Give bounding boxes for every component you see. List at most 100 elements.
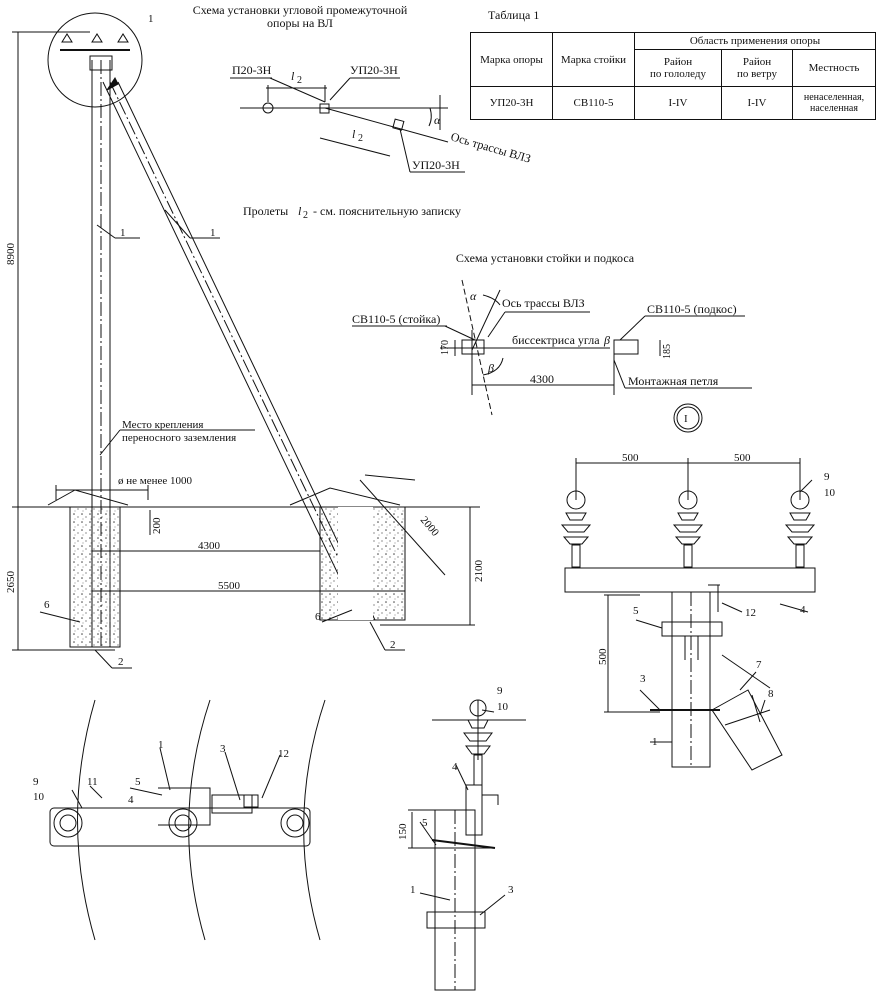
plan-label-12: 12 xyxy=(278,748,289,760)
scheme1-line-plan xyxy=(230,77,465,173)
label-2-pole: 2 xyxy=(118,656,124,668)
side-label-1: 1 xyxy=(410,884,416,896)
scheme2-dim4300: 4300 xyxy=(530,372,554,386)
header-area: Область применения опоры xyxy=(634,32,876,50)
cell-post: СВ110-5 xyxy=(552,86,635,120)
dim-8900: 8900 xyxy=(5,243,17,266)
spans-note-post: - см. пояснительную записку xyxy=(313,204,461,218)
dim-2100: 2100 xyxy=(473,560,485,583)
label-p20: П20-3Н xyxy=(232,63,272,77)
label-6-pole: 6 xyxy=(44,599,50,611)
detail-dim500b: 500 xyxy=(734,452,751,464)
spans-note-sub: 2 xyxy=(303,210,308,221)
label-2-strut: 2 xyxy=(390,639,396,651)
side-label-3: 3 xyxy=(508,884,514,896)
scheme2-bisector: биссектриса угла xyxy=(512,333,600,347)
plan-view xyxy=(49,699,326,941)
scheme2-title: Схема установки стойки и подкоса xyxy=(456,251,635,265)
detail-label-3: 3 xyxy=(640,673,646,685)
crossarm xyxy=(564,567,816,593)
scheme2-axis: Ось трассы ВЛЗ xyxy=(502,296,585,310)
side-dim150: 150 xyxy=(397,823,409,840)
main-elevation xyxy=(12,12,480,669)
plan-label-1: 1 xyxy=(158,739,164,751)
ground-place-line1: Место крепления xyxy=(122,419,203,431)
header-support: Марка опоры xyxy=(470,32,553,87)
support-up20-bottom-symbol xyxy=(392,118,405,131)
callout-1-label: 1 xyxy=(148,13,154,25)
insulator-left xyxy=(560,490,592,568)
header-terrain: Местность xyxy=(792,49,876,87)
detail-label-8: 8 xyxy=(768,688,774,700)
scheme2-beta2: β xyxy=(487,361,494,375)
scheme2-strut-label: СВ110-5 (подкос) xyxy=(647,302,737,316)
scheme1-title-line1: Схема установки угловой промежуточной xyxy=(193,3,408,17)
detail-label-12: 12 xyxy=(745,607,756,619)
scheme2-dim185: 185 xyxy=(662,344,673,359)
plan-label-5: 5 xyxy=(135,776,141,788)
detail-label-9: 9 xyxy=(824,471,830,483)
detail-dim500c: 500 xyxy=(597,648,609,665)
detail-roman-label: I xyxy=(684,413,688,425)
scheme1-title-line2: опоры на ВЛ xyxy=(267,16,333,30)
detail-label-5: 5 xyxy=(633,605,639,617)
label-1-strut: 1 xyxy=(210,227,216,239)
support-up20-top-symbol xyxy=(319,103,330,114)
dim-5500: 5500 xyxy=(218,580,241,592)
side-label-10: 10 xyxy=(497,701,509,713)
insulator-center xyxy=(672,490,704,568)
dim-2650: 2650 xyxy=(5,571,17,594)
cell-wind: I-IV xyxy=(721,86,793,120)
application-table: Марка опоры Марка стойки Область примене… xyxy=(470,32,876,120)
detail-I xyxy=(560,403,816,771)
scheme2-post-symbol xyxy=(461,339,485,355)
detail-label-7: 7 xyxy=(756,659,762,671)
plan-label-3: 3 xyxy=(220,743,226,755)
scheme2-post-label: СВ110-5 (стойка) xyxy=(352,312,440,326)
side-label-9: 9 xyxy=(497,685,503,697)
dim-diameter: ø не менее 1000 xyxy=(118,475,193,487)
label-up20-top: УП20-3Н xyxy=(350,63,398,77)
detail-dim500a: 500 xyxy=(622,452,639,464)
label-alpha1: α xyxy=(434,113,441,127)
detail-label-10: 10 xyxy=(824,487,836,499)
detail-label-4: 4 xyxy=(800,604,806,616)
insulator-right xyxy=(784,490,816,568)
detail-callout-circle xyxy=(47,12,143,108)
side-label-4: 4 xyxy=(452,761,458,773)
ground-place-line2: переносного заземления xyxy=(122,432,236,444)
spans-note-l: l xyxy=(298,204,302,218)
detail-label-1: 1 xyxy=(652,736,658,748)
plan-label-4: 4 xyxy=(128,794,134,806)
dim-4300: 4300 xyxy=(198,540,221,552)
support-p20-symbol xyxy=(262,102,274,114)
plan-label-9: 9 xyxy=(33,776,39,788)
dim-200: 200 xyxy=(151,517,163,534)
label-l2-bottom-sub: 2 xyxy=(358,133,363,144)
cell-terrain: ненаселенная,населенная xyxy=(792,86,876,120)
label-axis1: Ось трассы ВЛЗ xyxy=(449,129,532,165)
dim-2000: 2000 xyxy=(418,514,442,539)
plan-label-11: 11 xyxy=(87,776,98,788)
side-label-5: 5 xyxy=(422,817,428,829)
scheme2-dim170: 170 xyxy=(440,340,451,355)
scheme2-plan xyxy=(352,279,752,416)
label-1-pole: 1 xyxy=(120,227,126,239)
scheme2-alpha: α xyxy=(470,289,477,303)
cell-ice: I-IV xyxy=(634,86,722,120)
side-view xyxy=(408,699,526,991)
scheme2-loop: Монтажная петля xyxy=(628,374,719,388)
scheme2-strut-symbol xyxy=(613,339,639,355)
header-post: Марка стойки xyxy=(552,32,635,87)
table-title: Таблица 1 xyxy=(488,8,540,22)
scheme2-beta1: β xyxy=(603,333,610,347)
cell-support: УП20-3Н xyxy=(470,86,553,120)
spans-note-pre: Пролеты xyxy=(243,204,288,218)
plan-label-10: 10 xyxy=(33,791,45,803)
label-l2-top-sub: 2 xyxy=(297,75,302,86)
label-up20-bottom: УП20-3Н xyxy=(412,158,460,172)
label-6-strut: 6 xyxy=(315,611,321,623)
